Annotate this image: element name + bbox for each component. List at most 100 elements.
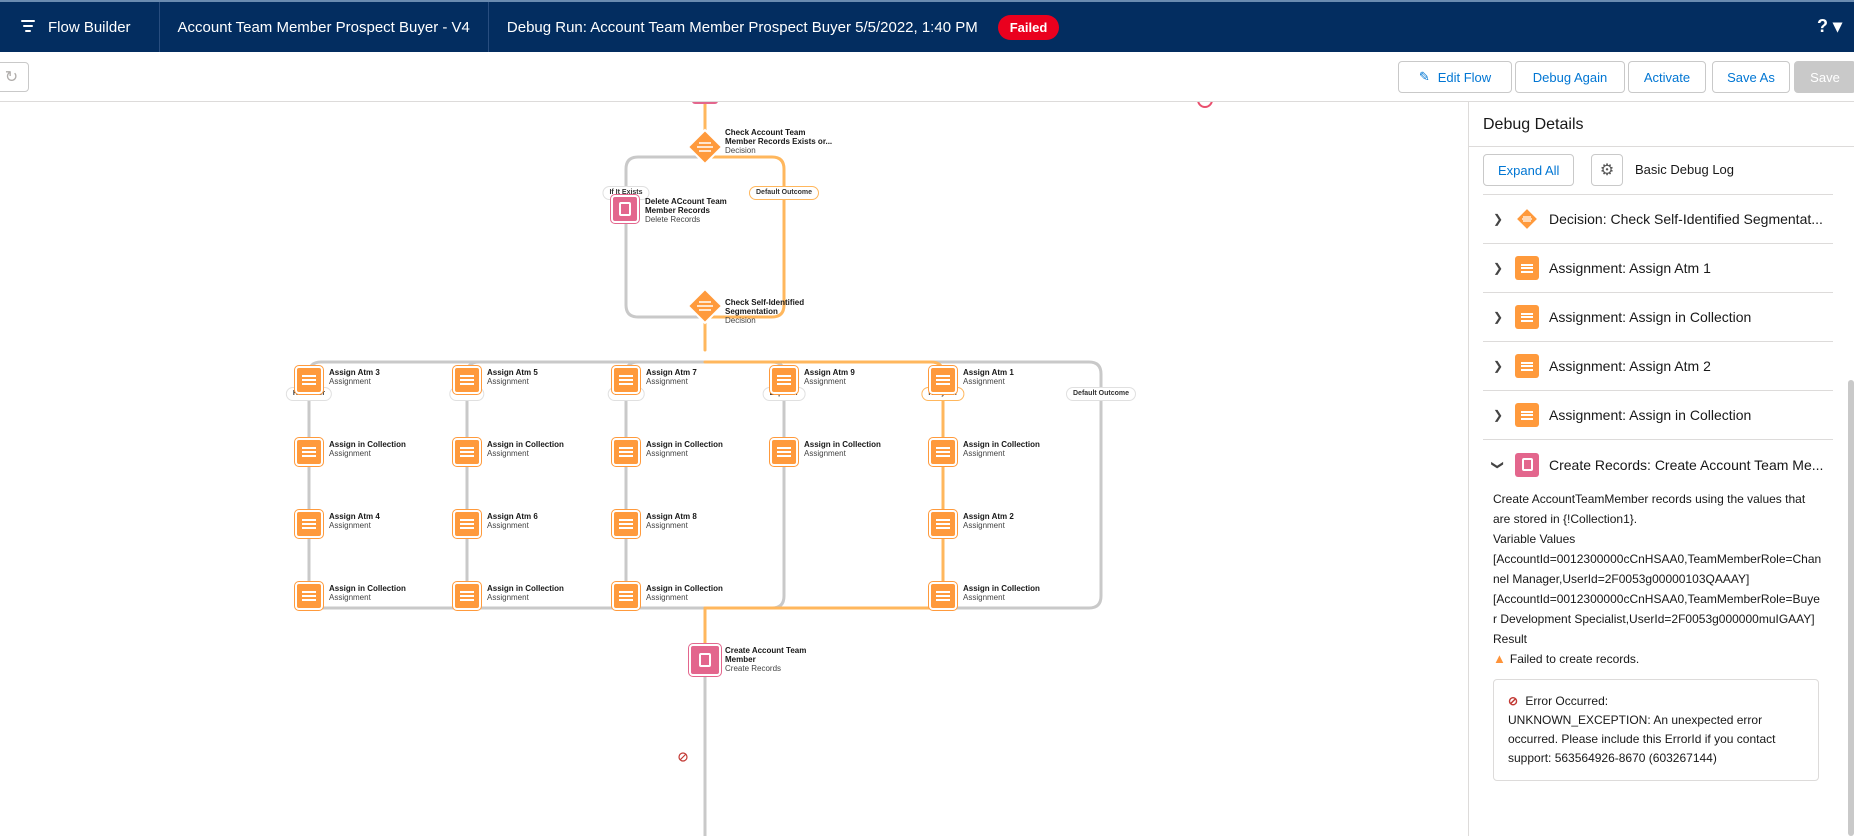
debug-row-expanded[interactable]: ❯ Create Records: Create Account Team Me… — [1483, 440, 1833, 489]
panel-title: Debug Details — [1483, 116, 1584, 133]
debug-log-list: ❯ Decision: Check Self-Identified Segmen… — [1483, 194, 1833, 781]
assignment-icon — [1515, 403, 1539, 427]
debug-row-label: Assignment: Assign Atm 1 — [1549, 260, 1711, 276]
debug-run-info: Debug Run: Account Team Member Prospect … — [489, 2, 1077, 52]
decision-1-label: Check Account Team Member Records Exists… — [725, 128, 833, 155]
debug-row[interactable]: ❯ Decision: Check Self-Identified Segmen… — [1483, 195, 1833, 244]
delete-records-icon — [611, 195, 639, 223]
assignment-icon — [612, 366, 640, 394]
edit-flow-label: Edit Flow — [1437, 69, 1492, 85]
expand-all-button[interactable]: Expand All — [1483, 154, 1575, 186]
error-title: Error Occurred: — [1525, 694, 1609, 708]
connector-if-exists — [624, 155, 707, 319]
decision-2-label: Check Self-Identified Segmentation Decis… — [725, 298, 805, 325]
activate-button[interactable]: Activate — [1628, 61, 1706, 93]
panel-divider — [1469, 146, 1854, 147]
debug-row[interactable]: ❯ Assignment: Assign Atm 2 — [1483, 342, 1833, 391]
save-button[interactable]: Save — [1794, 61, 1854, 93]
error-marker-icon — [1197, 102, 1213, 108]
connector-default-2 — [703, 360, 1103, 610]
redo-icon: ↻ — [4, 69, 19, 86]
decision-2-icon[interactable] — [686, 287, 724, 325]
toolbar: ↻ ✎ Edit Flow Debug Again Activate Save … — [0, 52, 1854, 102]
flow-canvas[interactable]: Check Account Team Member Records Exists… — [0, 102, 1468, 836]
debug-row[interactable]: ❯ Assignment: Assign in Collection — [1483, 293, 1833, 342]
connector-default-1 — [703, 155, 786, 319]
assignment-icon — [295, 582, 323, 610]
chevron-right-icon[interactable]: ❯ — [1492, 212, 1504, 226]
result-text: Failed to create records. — [1509, 652, 1640, 666]
debug-row-label: Assignment: Assign in Collection — [1549, 407, 1752, 423]
details-description: Create AccountTeamMember records using t… — [1493, 492, 1806, 526]
debug-row[interactable]: ❯ Assignment: Assign in Collection — [1483, 391, 1833, 440]
connector-dealer — [465, 360, 707, 610]
chevron-right-icon[interactable]: ❯ — [1492, 261, 1504, 275]
assignment-icon — [1515, 305, 1539, 329]
flow-name-text: Account Team Member Prospect Buyer - V4 — [177, 18, 470, 36]
gear-icon: ⚙ — [1599, 162, 1615, 179]
assignment-icon — [929, 438, 957, 466]
warning-icon: ▲ — [1493, 651, 1506, 666]
create-records-icon — [1515, 452, 1539, 477]
outcome-default-2[interactable]: Default Outcome — [1065, 387, 1137, 401]
connector-recycler — [703, 360, 945, 610]
redo-button[interactable]: ↻ — [0, 62, 29, 92]
previous-node-icon — [692, 102, 718, 104]
assignment-icon — [295, 366, 323, 394]
variable-values-label: Variable Values — [1493, 532, 1576, 546]
assignment-icon — [929, 582, 957, 610]
fault-marker-icon — [678, 752, 688, 762]
decision-icon — [1515, 207, 1539, 231]
assignment-icon — [612, 582, 640, 610]
chevron-down-icon[interactable]: ❯ — [1491, 459, 1505, 470]
assignment-icon — [770, 438, 798, 466]
debug-row-details: Create AccountTeamMember records using t… — [1483, 489, 1833, 781]
error-icon: ⊘ — [1508, 694, 1519, 708]
variable-value: [AccountId=0012300000cCnHSAA0,TeamMember… — [1493, 552, 1822, 586]
debug-details-panel: Debug Details Expand All ⚙ Basic Debug L… — [1468, 102, 1854, 836]
assignment-icon — [929, 366, 957, 394]
variable-value: [AccountId=0012300000cCnHSAA0,TeamMember… — [1493, 592, 1820, 626]
flow-logo-icon — [21, 20, 35, 32]
status-badge: Failed — [997, 14, 1060, 40]
assignment-icon — [453, 438, 481, 466]
panel-scrollbar[interactable] — [1848, 380, 1854, 836]
debug-row-label: Assignment: Assign Atm 2 — [1549, 358, 1711, 374]
assignment-icon — [612, 438, 640, 466]
assignment-icon — [612, 510, 640, 538]
help-menu-button[interactable]: ? ▾ — [1816, 16, 1842, 36]
assignment-icon — [1515, 354, 1539, 378]
global-header: Flow Builder Account Team Member Prospec… — [0, 0, 1854, 52]
debug-run-text: Debug Run: Account Team Member Prospect … — [506, 18, 978, 36]
pencil-icon: ✎ — [1418, 69, 1430, 84]
chevron-right-icon[interactable]: ❯ — [1492, 359, 1504, 373]
debug-row-label: Assignment: Assign in Collection — [1549, 309, 1752, 325]
result-warning: ▲ Failed to create records. — [1493, 649, 1823, 669]
chevron-right-icon[interactable]: ❯ — [1492, 310, 1504, 324]
assignment-icon — [770, 366, 798, 394]
save-as-button[interactable]: Save As — [1712, 61, 1790, 93]
debug-row-label: Decision: Check Self-Identified Segmenta… — [1549, 211, 1823, 227]
debug-settings-button[interactable]: ⚙ — [1591, 154, 1623, 186]
connector-rebuilder — [307, 360, 707, 610]
assignment-icon — [295, 438, 323, 466]
assignment-icon — [1515, 256, 1539, 280]
assignment-icon — [295, 510, 323, 538]
outcome-default-1[interactable]: Default Outcome — [748, 186, 820, 200]
assignment-icon — [453, 582, 481, 610]
create-records-icon — [689, 644, 721, 676]
debug-row[interactable]: ❯ Assignment: Assign Atm 1 — [1483, 244, 1833, 293]
debug-log-label: Basic Debug Log — [1635, 162, 1735, 177]
flow-name: Account Team Member Prospect Buyer - V4 — [160, 2, 489, 52]
debug-row-label: Create Records: Create Account Team Me..… — [1549, 456, 1824, 473]
assignment-icon — [929, 510, 957, 538]
error-box: ⊘ Error Occurred: UNKNOWN_EXCEPTION: An … — [1493, 679, 1819, 781]
chevron-right-icon[interactable]: ❯ — [1492, 408, 1504, 422]
edit-flow-button[interactable]: ✎ Edit Flow — [1398, 61, 1512, 93]
decision-1-icon[interactable] — [686, 128, 724, 166]
app-brand[interactable]: Flow Builder — [0, 2, 160, 52]
result-label: Result — [1493, 632, 1528, 646]
assignment-icon — [453, 366, 481, 394]
debug-again-button[interactable]: Debug Again — [1515, 61, 1625, 93]
